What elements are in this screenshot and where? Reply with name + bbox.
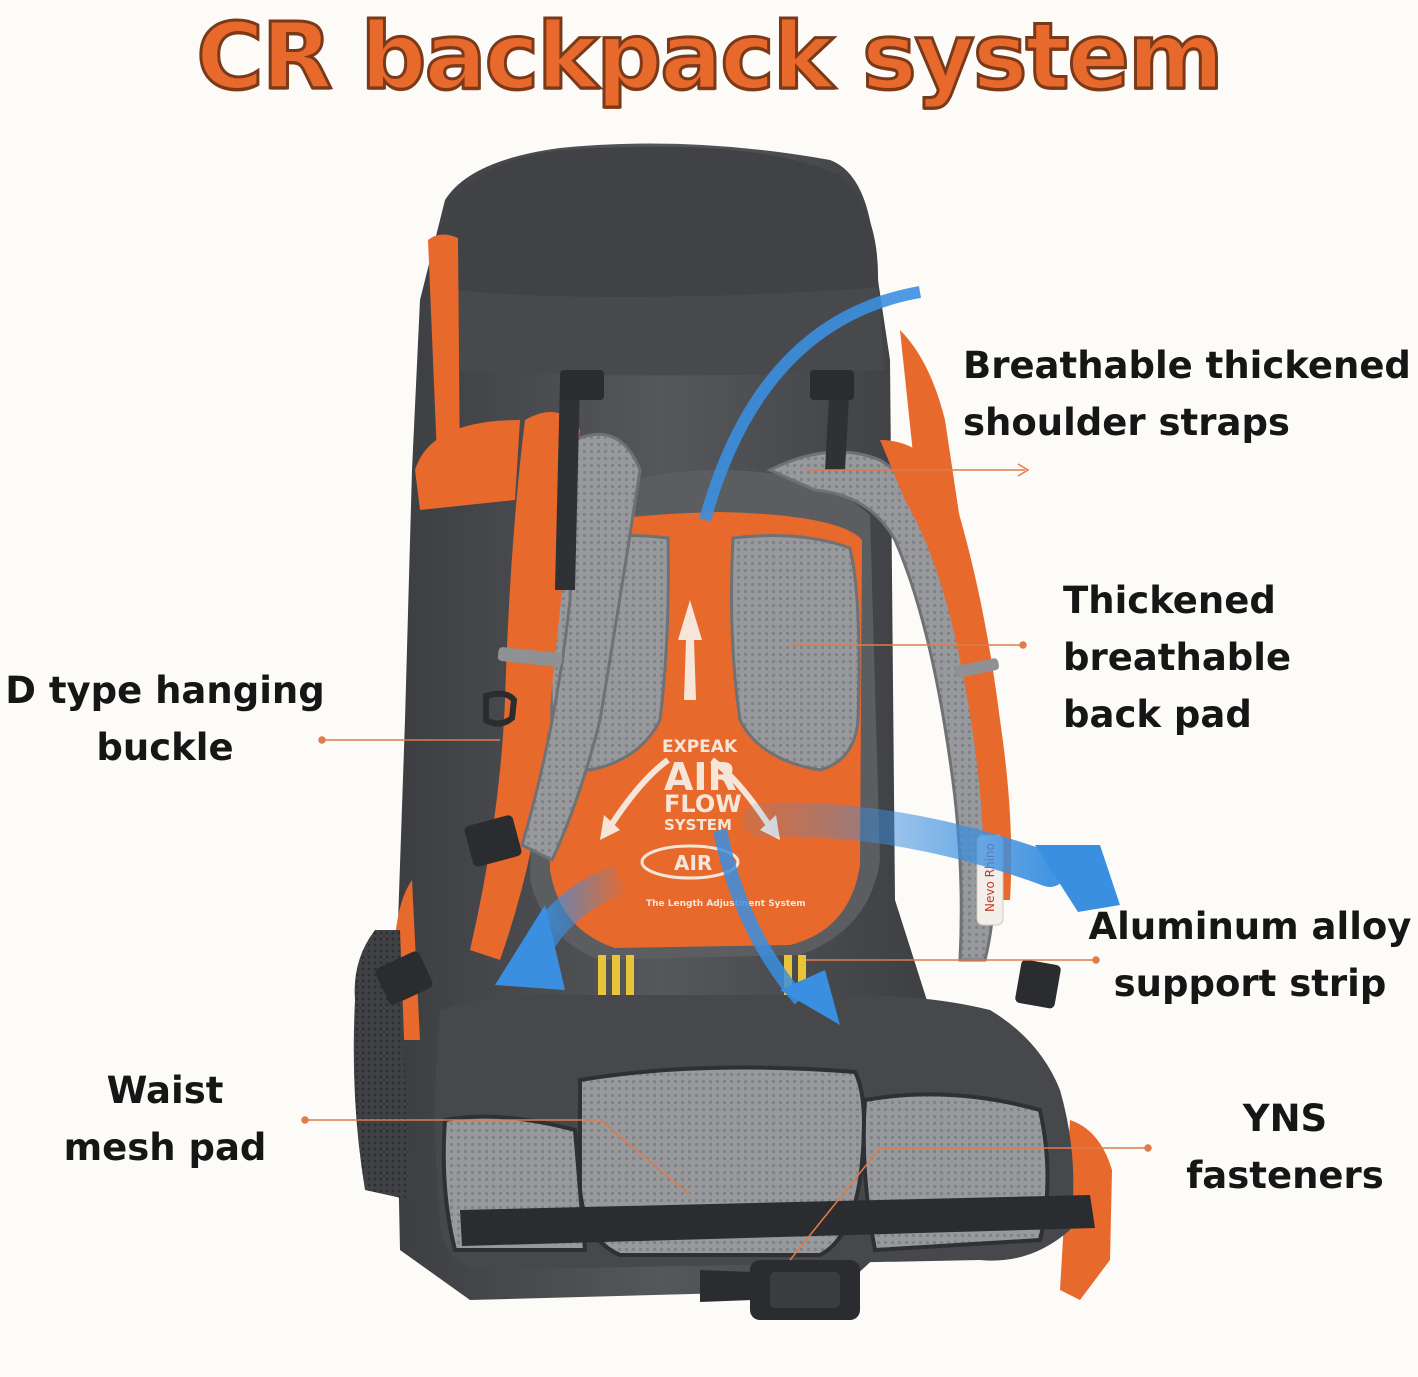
hip-belt xyxy=(435,994,1095,1320)
label-line: fasteners xyxy=(1186,1154,1384,1197)
air-text: AIR xyxy=(664,755,737,799)
leader-waist-pad xyxy=(301,1116,691,1196)
leader-yns xyxy=(789,1144,1152,1261)
air-badge-text: AIR xyxy=(674,851,712,875)
label-line: Waist xyxy=(106,1069,224,1112)
flow-text: FLOW xyxy=(664,790,742,818)
leader-aluminum-strip xyxy=(806,956,1100,964)
label-line: YNS xyxy=(1242,1097,1328,1140)
label-line: D type hanging xyxy=(5,669,325,712)
airflow-arrows xyxy=(495,286,1120,1025)
label-d-buckle: D type hanging buckle xyxy=(0,662,330,776)
label-line: Aluminum alloy xyxy=(1088,905,1412,948)
label-shoulder-straps: Breathable thickened shoulder straps xyxy=(963,337,1411,451)
label-line: buckle xyxy=(96,726,234,769)
label-yns-fasteners: YNS fasteners xyxy=(1170,1090,1400,1204)
leader-d-buckle xyxy=(318,736,500,744)
adjust-text: The Length Adjustment System xyxy=(646,899,806,909)
label-aluminum-strip: Aluminum alloy support strip xyxy=(1085,898,1415,1012)
brand-text: EXPEAK xyxy=(662,737,738,757)
leader-lines xyxy=(301,463,1152,1261)
label-waist-pad: Waist mesh pad xyxy=(40,1062,290,1176)
leader-back-pad xyxy=(790,641,1027,649)
label-back-pad: Thickened breathable back pad xyxy=(1063,572,1291,743)
page-title: CR backpack system xyxy=(195,2,1225,112)
system-text: SYSTEM xyxy=(664,816,732,834)
leader-shoulder-straps xyxy=(805,463,1030,477)
label-line: breathable xyxy=(1063,636,1292,679)
label-line: Breathable thickened xyxy=(963,344,1411,387)
label-line: Thickened xyxy=(1063,579,1276,622)
label-line: shoulder straps xyxy=(963,401,1290,444)
label-line: mesh pad xyxy=(63,1126,267,1169)
label-line: support strip xyxy=(1113,962,1387,1005)
label-line: back pad xyxy=(1063,693,1252,736)
